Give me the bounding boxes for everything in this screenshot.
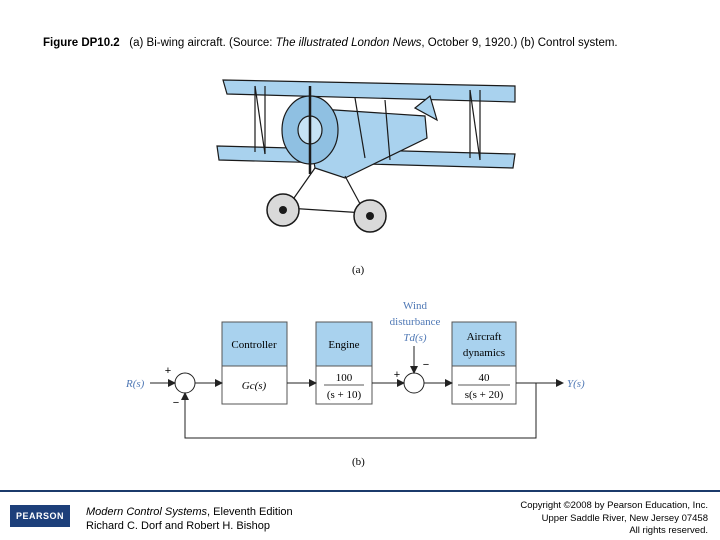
aircraft-title-1: Aircraft — [467, 331, 502, 343]
controller-tf: Gc(s) — [242, 380, 267, 392]
controller-title-box — [221, 321, 288, 367]
caption-text-b: , October 9, 1920.) (b) Control system. — [421, 37, 618, 49]
wind-symbol: Td(s) — [403, 332, 427, 344]
aircraft-tf-denominator: s(s + 20) — [465, 389, 504, 401]
aircraft-title-box — [451, 321, 517, 367]
copyright-line-3: All rights reserved. — [629, 525, 708, 536]
control-block-diagram: Wind disturbance Td(s) Controller Engine… — [125, 300, 585, 439]
figure-caption: Figure DP10.2 (a) Bi-wing aircraft. (Sou… — [43, 37, 618, 49]
summing-junction-1 — [174, 372, 196, 394]
controller-title: Controller — [231, 339, 277, 351]
engine-title: Engine — [328, 339, 359, 351]
aircraft-title-2: dynamics — [463, 347, 505, 359]
subfigure-b-label: (b) — [352, 456, 365, 468]
engine-title-box — [315, 321, 373, 367]
wind-label-1: Wind — [403, 300, 427, 312]
caption-text-a: (a) Bi-wing aircraft. (Source: — [129, 37, 276, 49]
copyright-line-1: Copyright ©2008 by Pearson Education, In… — [520, 500, 708, 511]
caption-source: The illustrated London News — [275, 37, 422, 49]
copyright-line-2: Upper Saddle River, New Jersey 07458 — [541, 512, 708, 524]
sum2-plus-sign: + — [394, 369, 400, 381]
sum1-minus-sign: − — [173, 397, 179, 409]
book-authors: Richard C. Dorf and Robert H. Bishop — [86, 520, 271, 532]
engine-tf-denominator: (s + 10) — [327, 389, 362, 401]
figure-number: Figure DP10.2 — [43, 37, 120, 49]
input-signal-label: R(s) — [125, 378, 145, 390]
pearson-logo: PEARSON — [10, 505, 70, 527]
subfigure-a-label: (a) — [352, 264, 365, 276]
sum2-minus-sign: − — [423, 359, 429, 371]
footer-divider — [0, 490, 720, 492]
wind-label-2: disturbance — [390, 316, 441, 328]
copyright-notice: Copyright ©2008 by Pearson Education, In… — [520, 500, 708, 538]
book-reference: Modern Control Systems, Eleventh Edition… — [86, 505, 293, 533]
engine-tf-numerator: 100 — [336, 372, 353, 384]
sum1-plus-sign: + — [165, 365, 171, 377]
aircraft-tf-numerator: 40 — [479, 372, 491, 384]
book-title: Modern Control Systems — [86, 506, 208, 518]
biplane-illustration — [216, 79, 516, 233]
summing-junction-2 — [403, 372, 425, 394]
book-edition: , Eleventh Edition — [207, 506, 293, 518]
output-signal-label: Y(s) — [567, 378, 585, 390]
